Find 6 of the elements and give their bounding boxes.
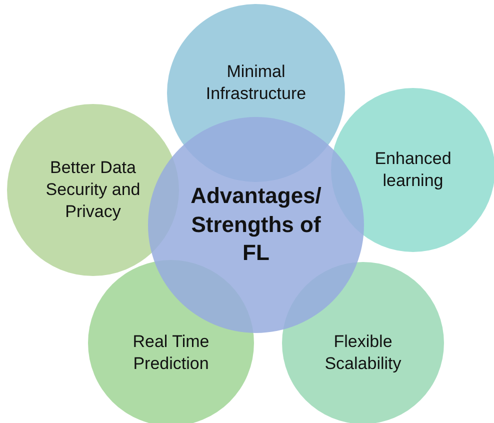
bubble-label: Real Time Prediction [132,330,210,375]
bubble-label: Advantages/ Strengths of FL [190,182,322,268]
bubble-label: Better Data Security and Privacy [44,156,142,224]
bubble-label: Enhanced learning [374,148,452,192]
bubble-label: Flexible Scalability [324,330,402,375]
bubble-label: Minimal Infrastructure [204,60,308,105]
